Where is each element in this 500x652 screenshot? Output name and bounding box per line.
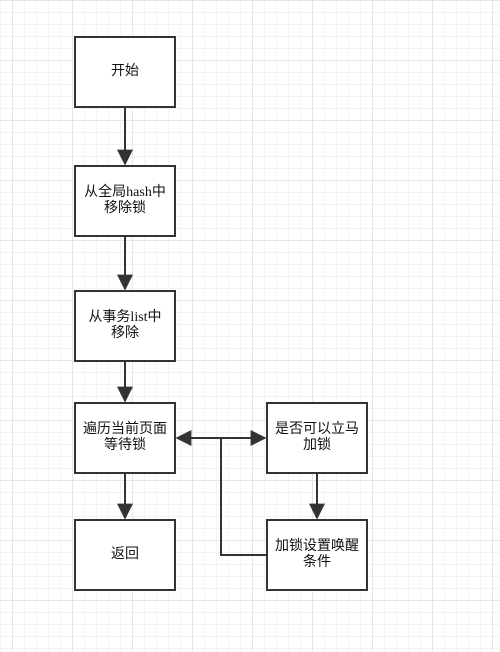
node-return-label: 返回 [111, 547, 139, 562]
node-traverse-page-wait-locks-label: 遍历当前页面 等待锁 [83, 422, 167, 453]
node-can-lock-immediately: 是否可以立马 加锁 [266, 402, 368, 474]
node-remove-from-global-hash-label: 从全局hash中 移除锁 [84, 185, 166, 216]
node-remove-from-global-hash: 从全局hash中 移除锁 [74, 165, 176, 237]
node-traverse-page-wait-locks: 遍历当前页面 等待锁 [74, 402, 176, 474]
node-lock-set-wake-condition: 加锁设置唤醒 条件 [266, 519, 368, 591]
node-lock-set-wake-condition-label: 加锁设置唤醒 条件 [275, 539, 359, 570]
node-start-label: 开始 [111, 64, 139, 79]
node-remove-from-transaction-list: 从事务list中 移除 [74, 290, 176, 362]
node-can-lock-immediately-label: 是否可以立马 加锁 [275, 422, 359, 453]
edge-wake-to-traverse [220, 438, 266, 556]
node-start: 开始 [74, 36, 176, 108]
node-return: 返回 [74, 519, 176, 591]
node-remove-from-transaction-list-label: 从事务list中 移除 [88, 310, 162, 341]
